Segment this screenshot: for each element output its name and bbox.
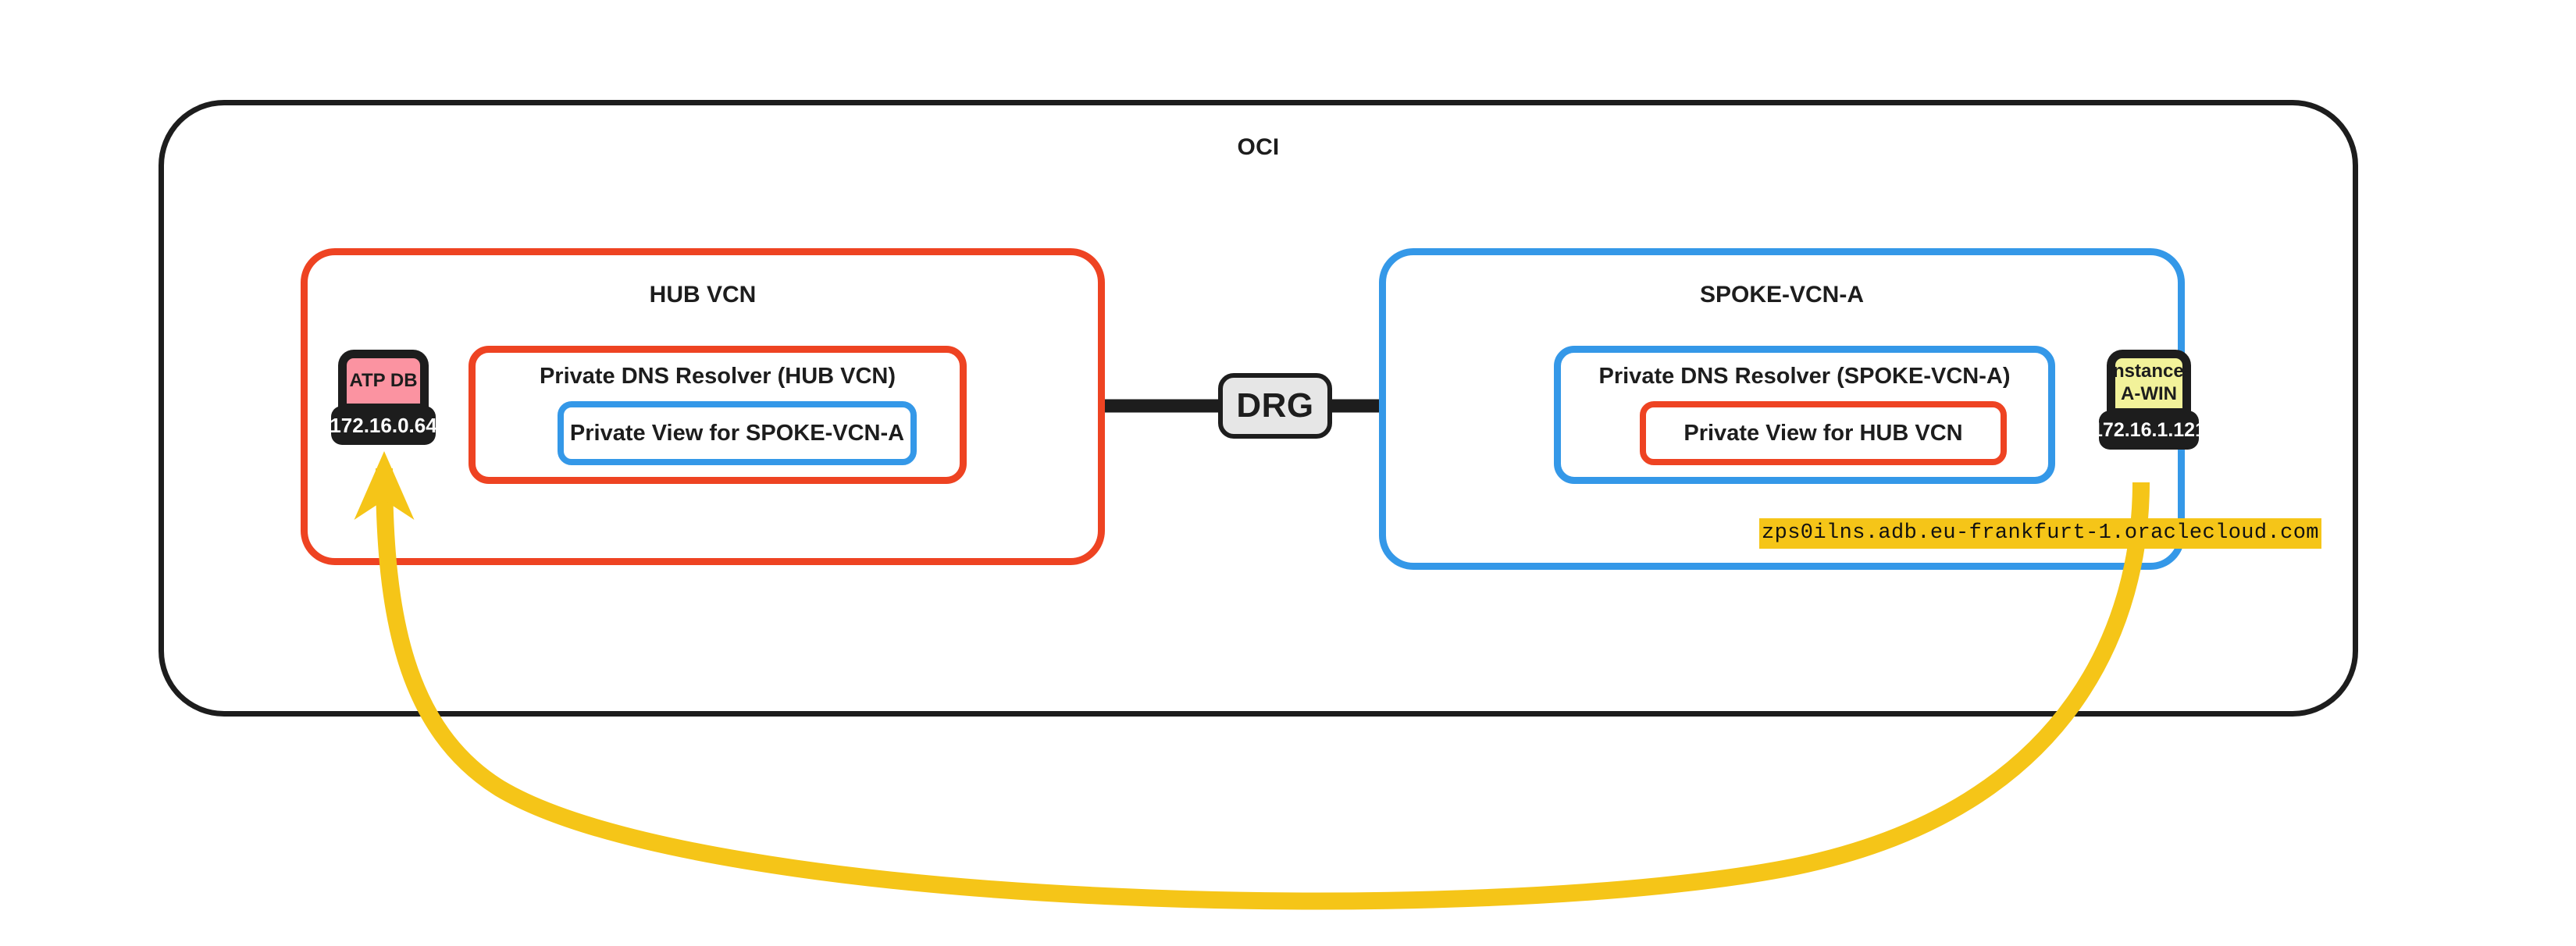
oci-title: OCI: [1237, 134, 1280, 160]
hub-private-view-box: Private View for SPOKE-VCN-A: [558, 401, 917, 465]
atp-db-label: ATP DB: [349, 369, 418, 391]
instance-a-win-label: instance-A-WIN: [2107, 361, 2189, 406]
adb-hostname-highlight: zps0ilns.adb.eu-frankfurt-1.oraclecloud.…: [1759, 518, 2321, 549]
oci-container: [159, 100, 2358, 717]
atp-db-body: ATP DB: [338, 350, 429, 412]
spoke-dns-resolver-title: Private DNS Resolver (SPOKE-VCN-A): [1598, 364, 2011, 389]
instance-a-win-ip-badge: 172.16.1.121: [2092, 411, 2206, 450]
drg-label: DRG: [1236, 386, 1314, 425]
spoke-dns-resolver: Private DNS Resolver (SPOKE-VCN-A) Priva…: [1554, 346, 2055, 484]
spoke-vcn-title: SPOKE-VCN-A: [1699, 282, 1864, 308]
hub-dns-resolver: Private DNS Resolver (HUB VCN) Private V…: [469, 346, 967, 484]
hub-vcn-container: HUB VCN: [301, 248, 1105, 565]
atp-db-ip-badge: 172.16.0.64: [330, 406, 437, 445]
spoke-private-view-box: Private View for HUB VCN: [1640, 401, 2007, 465]
drg-gateway: DRG: [1218, 373, 1332, 439]
instance-a-win-node: instance-A-WIN 172.16.1.121: [2092, 350, 2206, 450]
spoke-private-view-label: Private View for HUB VCN: [1683, 420, 1963, 446]
instance-a-win-body: instance-A-WIN: [2107, 350, 2191, 417]
hub-vcn-title: HUB VCN: [649, 282, 757, 308]
instance-a-win-label-line2: A-WIN: [2121, 383, 2177, 404]
hub-private-view-label: Private View for SPOKE-VCN-A: [569, 420, 905, 446]
hub-dns-resolver-title: Private DNS Resolver (HUB VCN): [539, 364, 896, 389]
atp-db-node: ATP DB 172.16.0.64: [330, 350, 437, 445]
instance-a-win-label-line1: instance-: [2107, 361, 2190, 382]
